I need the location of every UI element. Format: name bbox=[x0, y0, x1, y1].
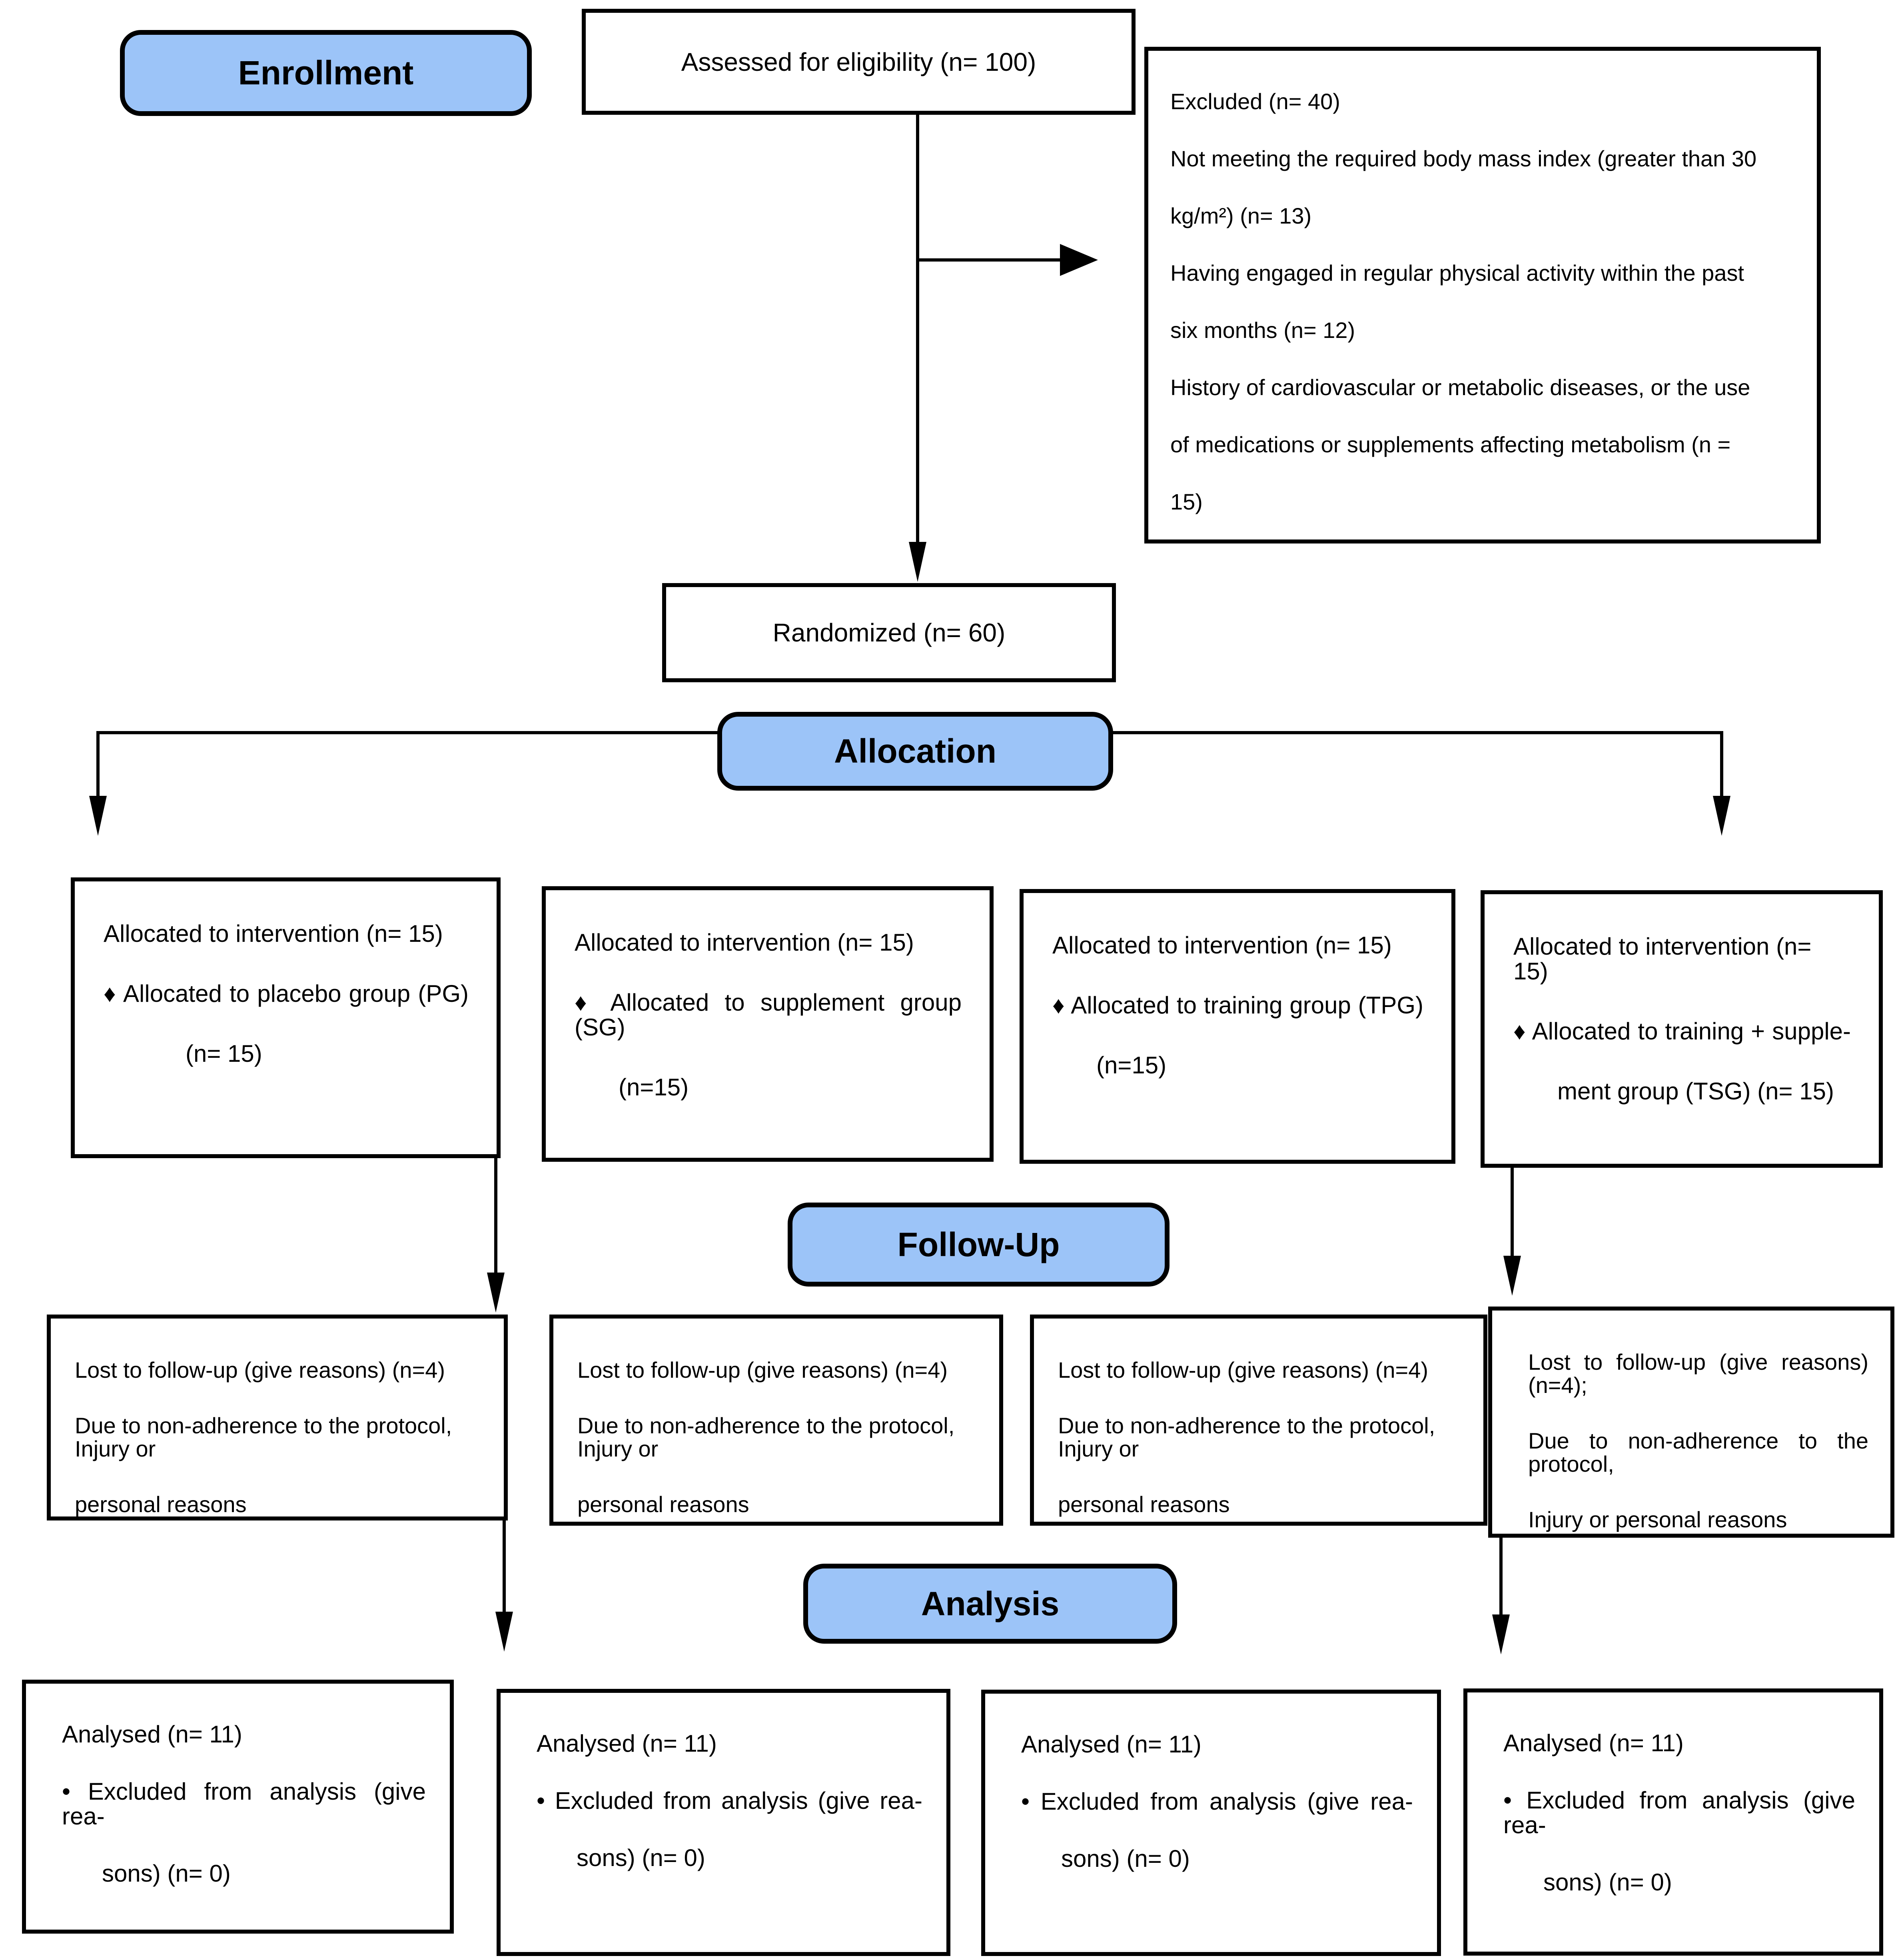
allocation-banner-label: Allocation bbox=[834, 732, 996, 770]
followup-line: Lost to follow-up (give reasons) (n=4) bbox=[1058, 1357, 1428, 1383]
connector-line-col4b bbox=[1499, 1538, 1503, 1618]
analysis-box-1: Analysed (n= 11) • Excluded from analysi… bbox=[22, 1680, 454, 1934]
arrow-down-icon bbox=[487, 1273, 505, 1313]
excluded-line: 15) bbox=[1170, 489, 1203, 514]
allocation-line: ment group (TSG) (n= 15) bbox=[1557, 1078, 1834, 1105]
allocation-line: (n=15) bbox=[619, 1074, 689, 1101]
analysis-line: sons) (n= 0) bbox=[102, 1860, 231, 1887]
excluded-box: Excluded (n= 40) Not meeting the require… bbox=[1144, 47, 1821, 543]
connector-line-assessed-randomized bbox=[916, 115, 919, 544]
arrow-down-icon bbox=[89, 796, 107, 836]
followup-line: Injury or personal reasons bbox=[1528, 1507, 1787, 1532]
analysis-line: Analysed (n= 11) bbox=[1503, 1730, 1684, 1756]
allocation-line: Allocated to intervention (n= 15) bbox=[1513, 933, 1818, 985]
randomized-box: Randomized (n= 60) bbox=[662, 583, 1116, 682]
followup-box-1: Lost to follow-up (give reasons) (n=4) D… bbox=[47, 1315, 508, 1520]
allocation-line: (n= 15) bbox=[186, 1040, 262, 1067]
followup-banner-label: Follow-Up bbox=[897, 1225, 1060, 1263]
analysis-banner: Analysis bbox=[803, 1564, 1177, 1644]
connector-line-col4 bbox=[1511, 1168, 1514, 1257]
allocation-line: Allocated to intervention (n= 15) bbox=[1052, 932, 1392, 959]
arrow-down-icon bbox=[909, 542, 926, 582]
followup-line: Lost to follow-up (give reasons) (n=4) bbox=[577, 1357, 948, 1383]
excluded-line: of medications or supplements affecting … bbox=[1170, 432, 1731, 457]
arrow-down-icon bbox=[495, 1612, 513, 1652]
excluded-line: kg/m²) (n= 13) bbox=[1170, 203, 1312, 228]
assessed-box: Assessed for eligibility (n= 100) bbox=[582, 9, 1136, 115]
analysis-line: • Excluded from analysis (give rea- bbox=[62, 1778, 433, 1830]
connector-line-col1 bbox=[494, 1158, 497, 1274]
connector-line-col1b bbox=[503, 1520, 506, 1614]
analysis-line: Analysed (n= 11) bbox=[62, 1721, 242, 1748]
allocation-box-training: Allocated to intervention (n= 15) ♦ Allo… bbox=[1020, 889, 1455, 1164]
allocation-box-supplement: Allocated to intervention (n= 15) ♦ Allo… bbox=[542, 886, 994, 1162]
excluded-line: History of cardiovascular or metabolic d… bbox=[1170, 375, 1750, 400]
excluded-line: Not meeting the required body mass index… bbox=[1170, 146, 1757, 171]
analysis-banner-label: Analysis bbox=[921, 1584, 1060, 1622]
excluded-line: six months (n= 12) bbox=[1170, 318, 1355, 343]
allocation-line: (n=15) bbox=[1096, 1052, 1167, 1079]
analysis-line: • Excluded from analysis (give rea- bbox=[1021, 1788, 1413, 1815]
followup-line: personal reasons bbox=[75, 1492, 247, 1517]
analysis-box-4: Analysed (n= 11) • Excluded from analysi… bbox=[1463, 1688, 1883, 1956]
followup-line: personal reasons bbox=[577, 1492, 749, 1517]
allocation-banner: Allocation bbox=[717, 712, 1113, 791]
analysis-line: • Excluded from analysis (give rea- bbox=[537, 1787, 922, 1814]
arrow-down-icon bbox=[1503, 1256, 1521, 1296]
followup-line: personal reasons bbox=[1058, 1492, 1230, 1517]
connector-line-to-excluded bbox=[916, 258, 1060, 262]
enrollment-banner-label: Enrollment bbox=[238, 54, 414, 92]
followup-line: Due to non-adherence to the protocol, In… bbox=[577, 1413, 961, 1461]
followup-box-4: Lost to follow-up (give reasons) (n=4); … bbox=[1488, 1307, 1894, 1538]
analysis-box-3: Analysed (n= 11) • Excluded from analysi… bbox=[981, 1690, 1441, 1956]
analysis-line: • Excluded from analysis (give rea- bbox=[1503, 1787, 1862, 1838]
analysis-line: Analysed (n= 11) bbox=[537, 1730, 717, 1757]
allocation-line: ♦ Allocated to placebo group (PG) bbox=[104, 980, 469, 1007]
connector-line-left-branch bbox=[96, 731, 100, 798]
analysis-line: Analysed (n= 11) bbox=[1021, 1731, 1201, 1758]
arrow-right-icon bbox=[1060, 244, 1098, 276]
assessed-text: Assessed for eligibility (n= 100) bbox=[681, 47, 1036, 76]
allocation-line: Allocated to intervention (n= 15) bbox=[104, 920, 443, 947]
followup-line: Due to non-adherence to the protocol, In… bbox=[1058, 1413, 1441, 1461]
excluded-line: Excluded (n= 40) bbox=[1170, 89, 1340, 114]
excluded-line: Having engaged in regular physical activ… bbox=[1170, 260, 1744, 286]
analysis-line: sons) (n= 0) bbox=[1543, 1869, 1672, 1896]
allocation-line: ♦ Allocated to supplement group (SG) bbox=[575, 989, 968, 1041]
followup-line: Lost to follow-up (give reasons) (n=4) bbox=[75, 1357, 445, 1383]
analysis-line: sons) (n= 0) bbox=[1061, 1845, 1190, 1872]
followup-line: Lost to follow-up (give reasons) (n=4); bbox=[1528, 1349, 1875, 1398]
allocation-line: ♦ Allocated to training group (TPG) bbox=[1052, 992, 1423, 1019]
analysis-line: sons) (n= 0) bbox=[577, 1844, 705, 1871]
analysis-box-2: Analysed (n= 11) • Excluded from analysi… bbox=[497, 1689, 950, 1956]
followup-box-2: Lost to follow-up (give reasons) (n=4) D… bbox=[549, 1315, 1003, 1526]
allocation-box-training-supplement: Allocated to intervention (n= 15) ♦ Allo… bbox=[1481, 890, 1883, 1168]
followup-banner: Follow-Up bbox=[788, 1203, 1170, 1287]
followup-box-3: Lost to follow-up (give reasons) (n=4) D… bbox=[1030, 1315, 1487, 1526]
connector-line-right-branch bbox=[1720, 731, 1723, 798]
followup-line: Due to non-adherence to the protocol, In… bbox=[75, 1413, 458, 1461]
arrow-down-icon bbox=[1492, 1614, 1510, 1654]
followup-line: Due to non-adherence to the protocol, bbox=[1528, 1428, 1875, 1476]
arrow-down-icon bbox=[1713, 796, 1730, 836]
randomized-text: Randomized (n= 60) bbox=[772, 618, 1006, 647]
allocation-box-placebo: Allocated to intervention (n= 15) ♦ Allo… bbox=[71, 877, 501, 1158]
allocation-line: Allocated to intervention (n= 15) bbox=[575, 929, 914, 956]
allocation-line: ♦ Allocated to training + supple- bbox=[1513, 1018, 1851, 1045]
enrollment-banner: Enrollment bbox=[120, 30, 532, 116]
